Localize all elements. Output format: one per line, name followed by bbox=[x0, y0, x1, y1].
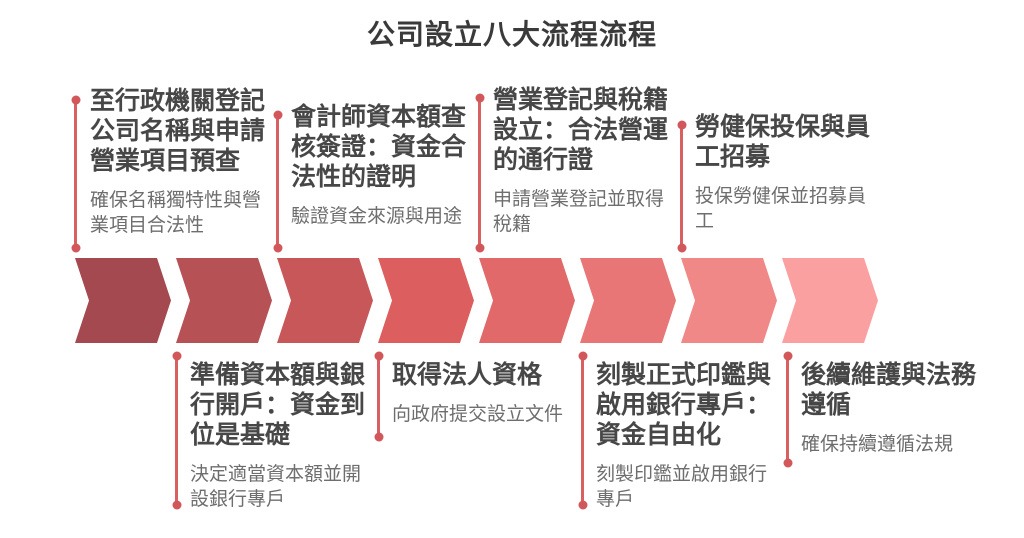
step-title: 後續維護與法務遵循 bbox=[801, 361, 977, 419]
connector-dot-icon bbox=[578, 351, 587, 361]
step-3-text: 會計師資本額查核簽證：資金合法性的證明 驗證資金來源與用途 bbox=[291, 102, 479, 229]
step-title: 勞健保投保與員工招募 bbox=[695, 113, 871, 171]
connector-dot-icon bbox=[172, 500, 181, 510]
chevron-arrow-3 bbox=[277, 258, 373, 343]
step-1-connector bbox=[71, 95, 80, 253]
chevron-arrow-7 bbox=[681, 258, 777, 343]
step-desc: 刻製印鑑並啟用銀行專戶 bbox=[596, 464, 768, 510]
step-2-connector bbox=[172, 351, 181, 510]
step-4-connector bbox=[374, 351, 383, 442]
step-7-connector bbox=[677, 120, 686, 253]
step-6-connector bbox=[578, 351, 587, 510]
chevron-arrow-2 bbox=[176, 258, 272, 343]
step-6-text: 刻製正式印鑑與啟用銀行專戶：資金自由化 刻製印鑑並啟用銀行專戶 bbox=[596, 360, 784, 512]
chevron-arrow-4 bbox=[378, 258, 474, 343]
step-title: 至行政機關登記公司名稱與申請營業項目預查 bbox=[90, 87, 266, 175]
chevron-arrow-1 bbox=[75, 258, 171, 343]
step-desc: 驗證資金來源與用途 bbox=[291, 206, 463, 227]
step-desc: 確保名稱獨特性與營業項目合法性 bbox=[90, 190, 262, 236]
step-title: 準備資本額與銀行開戶：資金到位是基礎 bbox=[190, 361, 366, 449]
step-desc: 決定適當資本額並開設銀行專戶 bbox=[190, 464, 362, 510]
connector-dot-icon bbox=[172, 351, 181, 361]
step-3-connector bbox=[273, 110, 282, 253]
connector-dot-icon bbox=[374, 432, 383, 442]
step-7-text: 勞健保投保與員工招募 投保勞健保並招募員工 bbox=[695, 112, 883, 234]
connector-dot-icon bbox=[783, 458, 792, 468]
connector-dot-icon bbox=[71, 95, 80, 105]
step-8-text: 後續維護與法務遵循 確保持續遵循法規 bbox=[801, 360, 989, 457]
step-title: 刻製正式印鑑與啟用銀行專戶：資金自由化 bbox=[596, 361, 772, 449]
step-title: 取得法人資格 bbox=[392, 361, 543, 389]
step-desc: 投保勞健保並招募員工 bbox=[695, 186, 867, 232]
connector-dot-icon bbox=[71, 243, 80, 253]
connector-dot-icon bbox=[677, 243, 686, 253]
step-2-text: 準備資本額與銀行開戶：資金到位是基礎 決定適當資本額並開設銀行專戶 bbox=[190, 360, 378, 512]
step-4-text: 取得法人資格 向政府提交設立文件 bbox=[392, 360, 580, 427]
step-5-connector bbox=[475, 93, 484, 253]
connector-dot-icon bbox=[475, 93, 484, 103]
connector-dot-icon bbox=[677, 120, 686, 130]
step-title: 營業登記與稅籍設立：合法營運的通行證 bbox=[493, 86, 669, 174]
step-5-text: 營業登記與稅籍設立：合法營運的通行證 申請營業登記並取得稅籍 bbox=[493, 85, 681, 237]
page-title: 公司設立八大流程流程 bbox=[366, 19, 657, 50]
chevron-arrow-8 bbox=[782, 258, 878, 343]
connector-dot-icon bbox=[475, 243, 484, 253]
connector-dot-icon bbox=[273, 243, 282, 253]
chevron-arrow-6 bbox=[580, 258, 676, 343]
step-desc: 確保持續遵循法規 bbox=[801, 434, 954, 455]
connector-dot-icon bbox=[374, 351, 383, 361]
step-8-connector bbox=[783, 351, 792, 468]
step-title: 會計師資本額查核簽證：資金合法性的證明 bbox=[291, 103, 467, 191]
step-desc: 向政府提交設立文件 bbox=[392, 404, 564, 425]
step-1-text: 至行政機關登記公司名稱與申請營業項目預查 確保名稱獨特性與營業項目合法性 bbox=[90, 86, 278, 238]
connector-dot-icon bbox=[273, 110, 282, 120]
chevron-arrow-5 bbox=[479, 258, 575, 343]
connector-dot-icon bbox=[783, 351, 792, 361]
connector-dot-icon bbox=[578, 500, 587, 510]
step-desc: 申請營業登記並取得稅籍 bbox=[493, 189, 665, 235]
